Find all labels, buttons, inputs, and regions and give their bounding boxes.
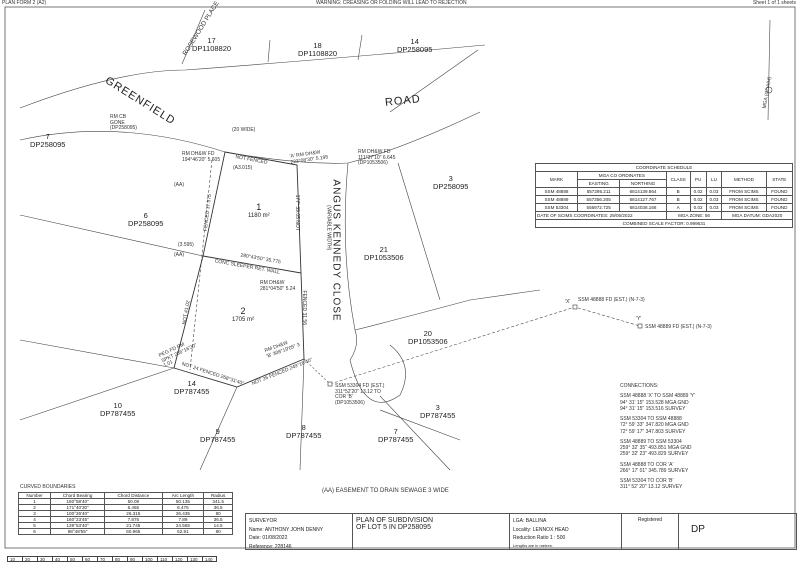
a3015: (A3.015) — [233, 165, 253, 171]
ssm-48889-label: SSM 48889 FD (EST.) (N-7-3) — [645, 324, 712, 330]
greenfield-north-boundary — [19, 44, 486, 109]
rosewood-boundary — [181, 9, 206, 65]
angus-width: (VARIABLE WIDTH) — [325, 205, 332, 251]
curved-boundaries-title: CURVED BOUNDARIES — [20, 484, 76, 490]
angus-kennedy-label: ANGUS KENNEDY CLOSE — [330, 179, 342, 322]
rm-right: RM DH&W FD 111°37'10" 6.645 (DP1053506) — [358, 149, 396, 166]
warning-text: WARNING: CREASING OR FOLDING WILL LEAD T… — [316, 0, 467, 6]
dp-number: DP — [691, 524, 705, 535]
greenfield-south-boundary — [19, 111, 481, 164]
ssm-48888-label: SSM 48888 FD (EST.) (N-7-3) — [578, 297, 645, 303]
easement-aa-1: (AA) — [174, 182, 184, 188]
north-arrow — [767, 19, 771, 121]
sheet-border — [4, 6, 796, 549]
rm-cb-gone: RM CB GONE (DP258095) — [110, 114, 137, 131]
greenfield-width: (20 WIDE) — [232, 127, 256, 133]
east-boundary-lot2: FENCED 31.56 — [300, 290, 307, 325]
ssm-53304-label: SSM 53304 FD (EST.)311°52'20" 13.12 TO C… — [335, 383, 385, 406]
registered-box: Registered — [622, 514, 679, 549]
point-x: 'X' — [565, 299, 571, 305]
form-label: PLAN FORM 2 (A2) — [2, 0, 47, 6]
ssm-53304-marker — [327, 381, 333, 387]
easement-aa-2: (AA) — [174, 252, 184, 258]
lot-1-2-boundary — [173, 151, 305, 388]
ssm-48889-marker — [637, 323, 643, 329]
dist-3595: (3.595) — [178, 242, 194, 248]
ssm-48888-marker — [572, 304, 578, 310]
east-boundary-lot1: 177° 39.05 NOT — [293, 194, 300, 231]
easement-note: (AA) EASEMENT TO DRAIN SEWAGE 3 WIDE — [322, 488, 449, 494]
sheet-number: Sheet 1 of 1 sheets — [752, 0, 796, 6]
point-y: 'Y' — [636, 316, 642, 322]
connections: CONNECTIONS: SSM 48888 'X' TO SSM 48889 … — [620, 383, 696, 491]
